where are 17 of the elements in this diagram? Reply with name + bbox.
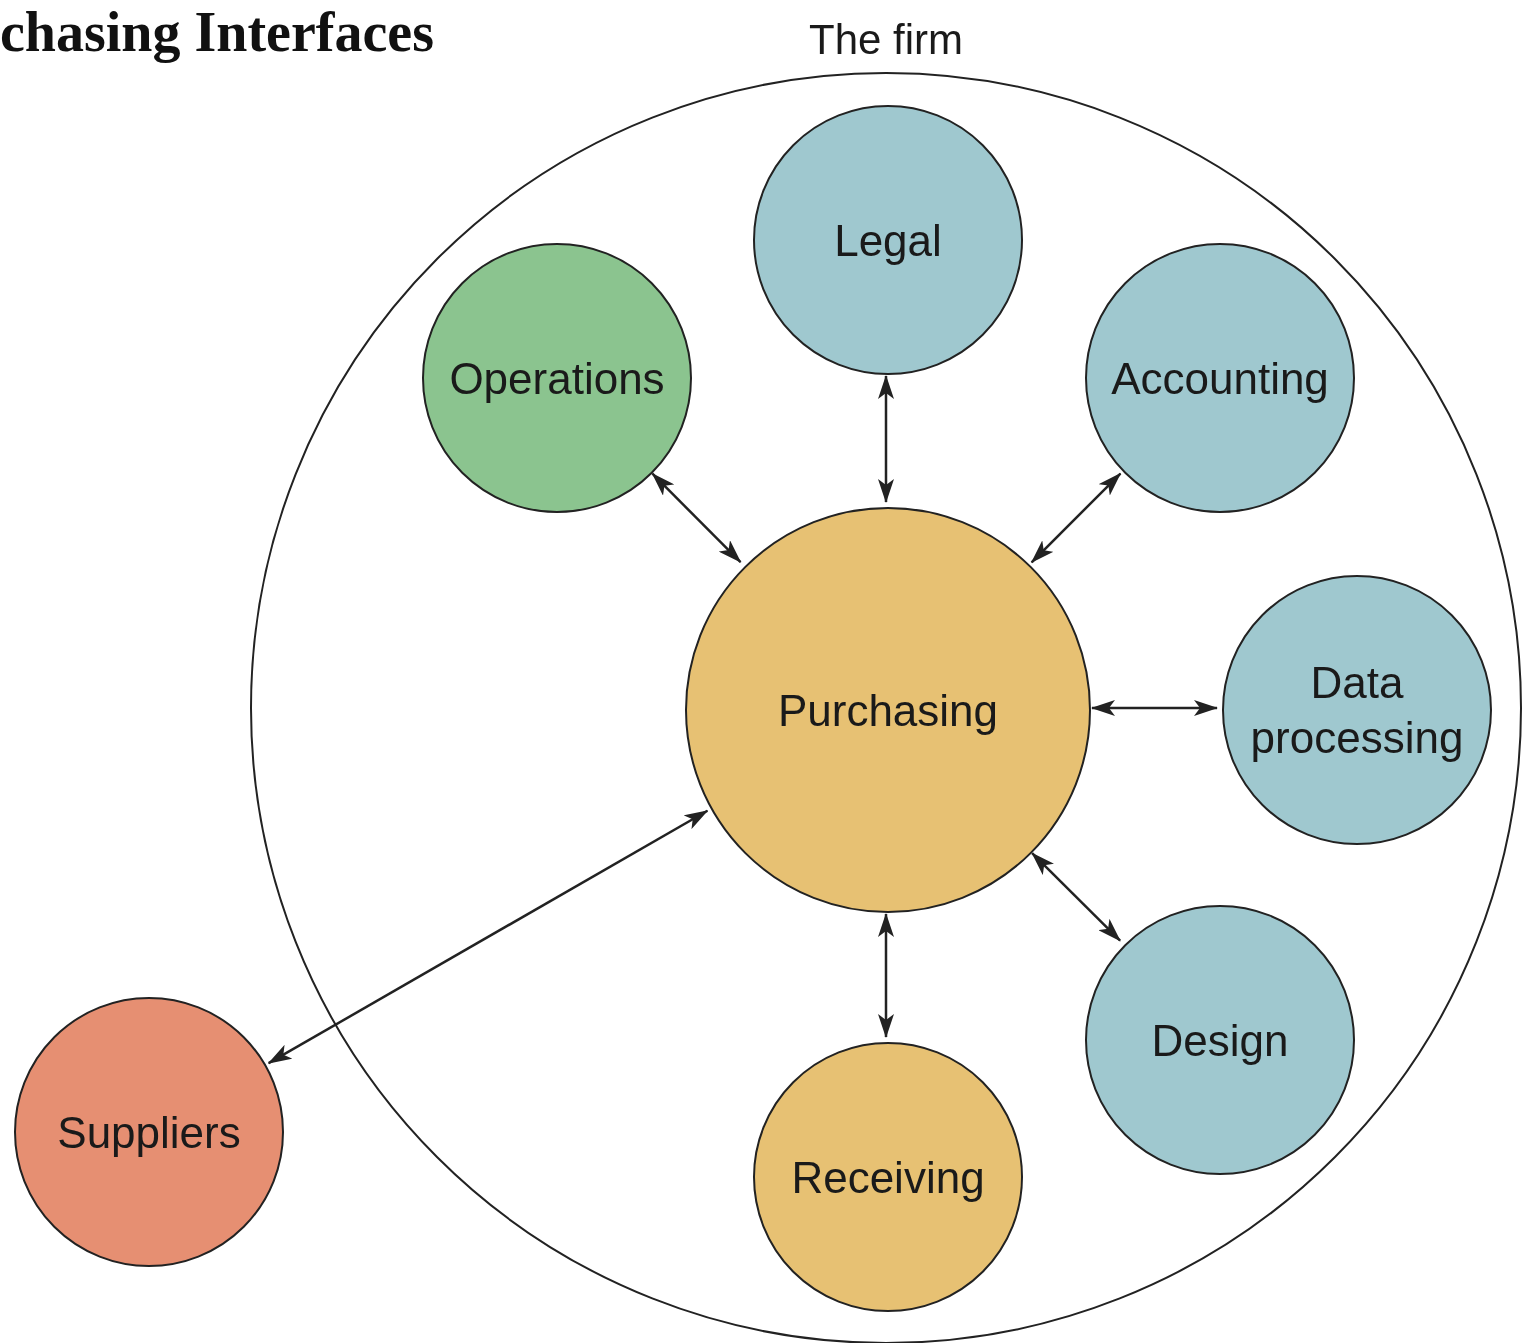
- node-label: Suppliers: [56, 1106, 242, 1159]
- double-arrow: [651, 472, 742, 563]
- double-arrow: [1030, 472, 1122, 564]
- double-arrow: [1091, 700, 1218, 716]
- double-arrow: [878, 913, 894, 1038]
- node-label: Purchasing: [776, 684, 1000, 737]
- double-arrow: [267, 809, 709, 1065]
- double-arrow: [1031, 852, 1121, 942]
- node-label: Accounting: [1110, 352, 1330, 405]
- node-label: Legal: [833, 214, 943, 267]
- double-arrow: [878, 375, 894, 503]
- node-label: Design: [1150, 1014, 1290, 1067]
- title: chasing Interfaces: [0, 0, 434, 65]
- node-label: Operations: [448, 352, 666, 405]
- node-label: Receiving: [790, 1151, 986, 1204]
- circle-heading: The firm: [809, 16, 963, 64]
- node-label: Data processing: [1249, 657, 1465, 764]
